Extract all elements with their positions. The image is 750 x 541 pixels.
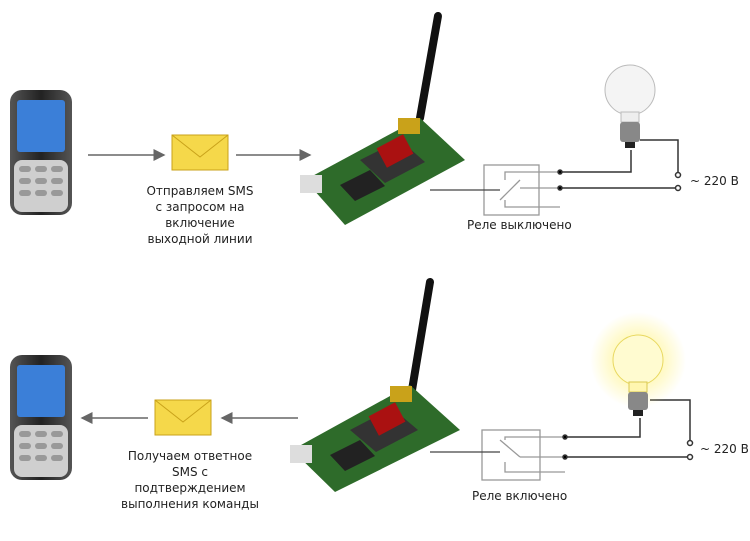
message-line: Получаем ответное [127, 449, 253, 463]
wiring-bottom [562, 399, 694, 461]
message-line: SMS с подтверждением [134, 465, 246, 495]
gsm-board-top [300, 12, 465, 225]
message-line: выполнения команды [121, 497, 259, 511]
relay-off-label: Реле выключено [467, 218, 572, 232]
relay-top [430, 164, 560, 216]
lightbulb-on-icon [590, 312, 686, 416]
gsm-board-bottom [290, 278, 460, 492]
message-line: выходной линии [147, 232, 253, 246]
top-message-text: Отправляем SMS с запросом на включение в… [130, 183, 270, 247]
voltage-label: ~ 220 В [700, 442, 749, 456]
message-line: с запросом на [155, 200, 245, 214]
lightbulb-off-icon [604, 64, 656, 148]
phone-top [10, 90, 72, 215]
relay-on-label: Реле включено [472, 489, 568, 503]
message-line: включение [165, 216, 235, 230]
bottom-message-text: Получаем ответное SMS с подтверждением в… [115, 448, 265, 512]
envelope-icon [171, 134, 229, 171]
phone-bottom [10, 355, 72, 480]
envelope-icon [154, 399, 212, 436]
voltage-label: ~ 220 В [690, 174, 739, 188]
relay-bottom [430, 429, 565, 481]
wiring-top [557, 139, 682, 192]
message-line: Отправляем SMS [146, 184, 254, 198]
